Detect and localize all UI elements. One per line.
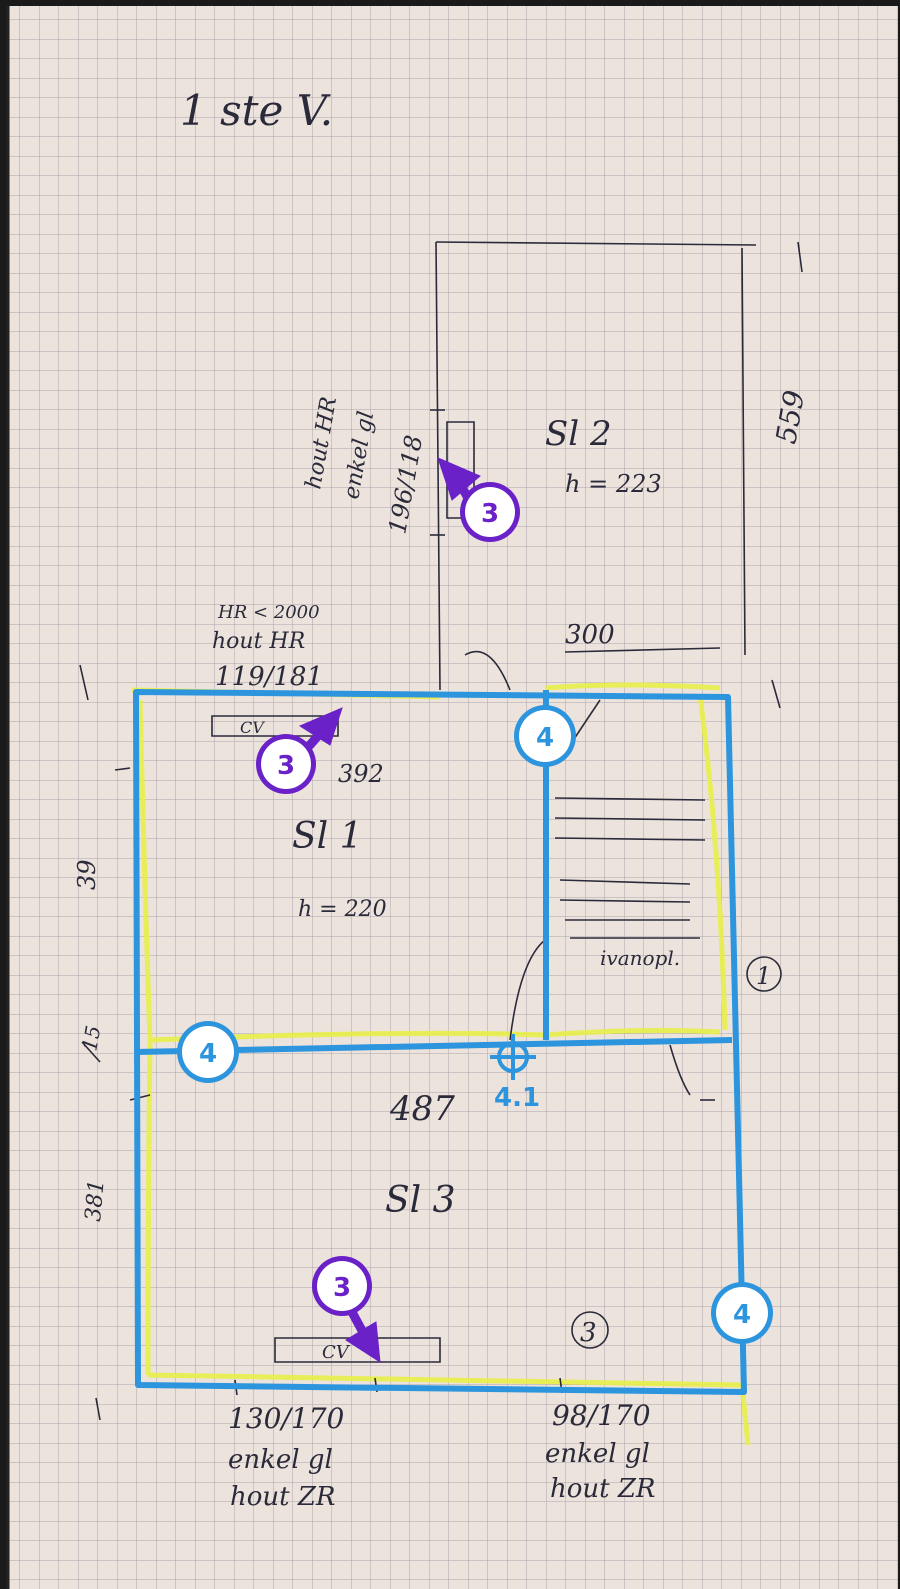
svg-text:3: 3 — [333, 1273, 351, 1303]
window-sl1-line-1: HR < 2000 — [217, 602, 320, 623]
room-sl2-name: Sl 2 — [545, 414, 612, 454]
sheet-title: 1 ste V. — [180, 86, 333, 135]
circled-mark-stair-text: 1 — [756, 962, 771, 990]
badge-3-sl3[interactable]: 3 — [312, 1256, 372, 1316]
room-sl1-name: Sl 1 — [292, 816, 363, 857]
room-sl2-height: h = 223 — [565, 470, 662, 498]
room-sl1-height: h = 220 — [298, 897, 387, 922]
badge-4-right[interactable]: 4 — [711, 1282, 773, 1344]
room-sl3-side-dim: 381 — [81, 1179, 110, 1223]
window-sl1-line-2: hout HR — [212, 629, 305, 654]
wall-dim: 15 — [77, 1024, 105, 1053]
room-sl1-width-dim: 392 — [338, 760, 384, 788]
svg-text:3: 3 — [481, 499, 499, 529]
svg-text:4: 4 — [199, 1039, 217, 1069]
pencil-sketch — [79, 241, 803, 1421]
window-sl3-right-line-3: hout ZR — [550, 1474, 656, 1504]
badge-4-left[interactable]: 4 — [177, 1021, 239, 1083]
arrow-head-sl3 — [345, 1321, 381, 1363]
badge-4-top[interactable]: 4 — [514, 705, 576, 767]
window-sl1-cv: CV — [240, 718, 265, 737]
window-sl3-left-line-3: hout ZR — [230, 1482, 336, 1512]
circled-mark-stair — [746, 956, 782, 992]
target-marker[interactable]: 4.1 — [490, 1034, 540, 1113]
arrow-head-sl1 — [298, 707, 343, 746]
window-sl3-cv: CV — [322, 1342, 351, 1363]
room-sl3-width-dim: 487 — [389, 1089, 455, 1129]
window-sl3-right-line-2: enkel gl — [545, 1439, 650, 1469]
window-sl3-left-line-2: enkel gl — [228, 1445, 333, 1475]
window-sl1-line-3: 119/181 — [215, 662, 323, 692]
arrow-head-sl2 — [437, 457, 481, 501]
badge-3-sl2[interactable]: 3 — [460, 482, 520, 542]
room-sl2-top-dim: 300 — [565, 620, 615, 650]
svg-text:4: 4 — [733, 1300, 751, 1330]
window-sl3-right-line-1: 98/170 — [552, 1399, 651, 1432]
circled-mark-sl3-text: 3 — [580, 1318, 597, 1348]
stair-label: ivanopl. — [600, 946, 680, 970]
window-sl3-left-line-1: 130/170 — [228, 1402, 344, 1435]
circled-mark-sl3 — [571, 1311, 609, 1349]
purple-arrows — [298, 457, 481, 1363]
svg-text:4: 4 — [536, 723, 554, 753]
room-sl1-side-dim: 39 — [73, 859, 101, 890]
svg-text:3: 3 — [277, 751, 295, 781]
handwritten-labels: Sl 2 h = 223 559 300 hout HR enkel gl 19… — [73, 388, 811, 1512]
badge-3-sl1[interactable]: 3 — [256, 734, 316, 794]
room-sl3-name: Sl 3 — [385, 1180, 456, 1221]
target-label: 4.1 — [494, 1083, 540, 1113]
